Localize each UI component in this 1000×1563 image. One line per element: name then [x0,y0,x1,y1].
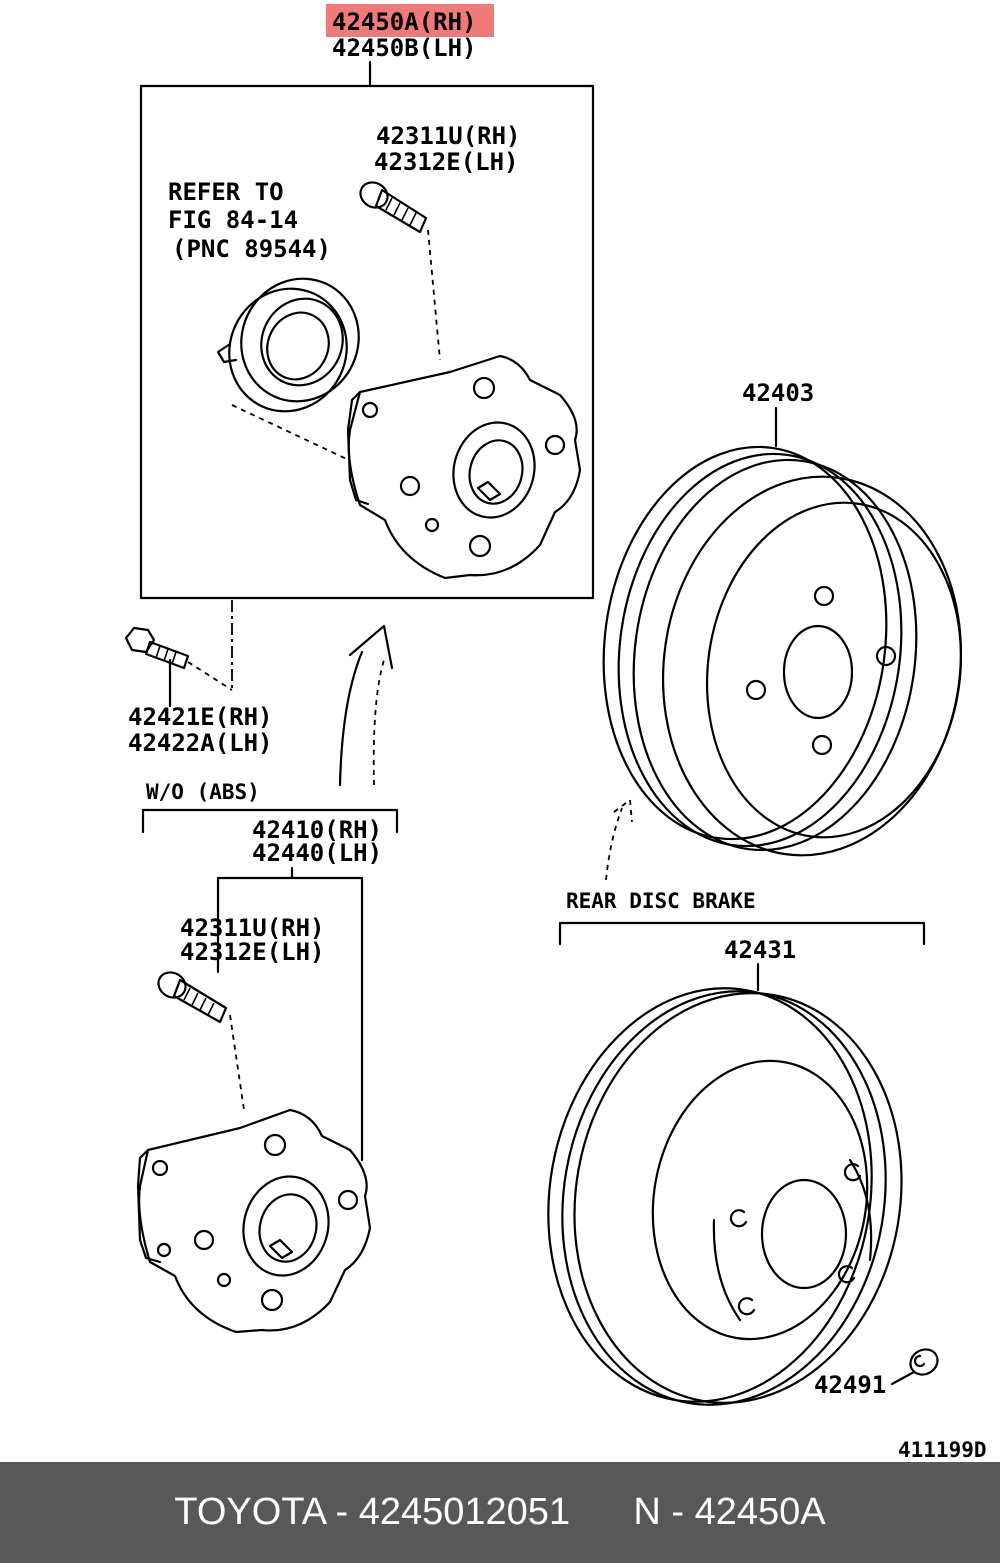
label-hub-bolt-bottom-rh[interactable]: 42311U(RH) [180,914,325,942]
selected-part-highlight [326,4,494,37]
refer-text-line2: FIG 84-14 [168,206,298,234]
figure-code: 411199D [898,1438,987,1462]
hub-bolt-bottom-drawing [157,971,245,1111]
label-hub-assembly-lh[interactable]: 42450B(LH) [332,34,477,62]
parts-diagram: 42450A(RH) 42450B(LH) 42311U(RH) 42312E(… [124,4,987,1462]
refer-text-line1: REFER TO [168,178,284,206]
label-disc-rotor[interactable]: 42431 [724,936,796,964]
bearing-ring-drawing [216,277,360,413]
label-hole-plug[interactable]: 42491 [814,1371,886,1399]
label-hub-bolt-top-rh[interactable]: 42311U(RH) [376,122,521,150]
disc-rotor-drawing [547,987,903,1406]
hub-flange-bottom-drawing [136,1108,372,1334]
refer-text-line3: (PNC 89544) [172,235,331,263]
brake-drum-drawing [602,445,963,857]
label-mount-bolt-lh[interactable]: 42422A(LH) [128,729,273,757]
label-brake-drum[interactable]: 42403 [742,379,814,407]
label-hub-bolt-top-lh[interactable]: 42312E(LH) [374,148,519,176]
hole-plug-drawing [890,1348,939,1386]
label-mount-bolt-rh[interactable]: 42421E(RH) [128,703,273,731]
hub-bolt-top-drawing [359,181,441,361]
label-wo-abs: W/O (ABS) [146,780,260,804]
hub-flange-top-drawing [346,354,582,580]
replace-arrow-icon [338,624,394,787]
hub-assembly-box [139,84,595,600]
wo-abs-bracket [141,808,399,834]
rear-disc-brake-bracket [558,921,926,946]
part-info-footer: TOYOTA - 4245012051 N - 42450A [0,1462,1000,1563]
leader-hub-wo-abs [216,866,364,1162]
mount-bolt-drawing [124,626,233,708]
label-hub-wo-abs-lh[interactable]: 42440(LH) [252,839,382,867]
drum-arrow-icon [605,798,633,881]
label-hub-assembly-rh[interactable]: 42450A(RH) [332,8,477,36]
label-hub-bolt-bottom-lh[interactable]: 42312E(LH) [180,938,325,966]
label-rear-disc-brake: REAR DISC BRAKE [566,889,756,913]
label-hub-wo-abs-rh[interactable]: 42410(RH) [252,816,382,844]
part-info-text: TOYOTA - 4245012051 N - 42450A [174,1491,826,1533]
